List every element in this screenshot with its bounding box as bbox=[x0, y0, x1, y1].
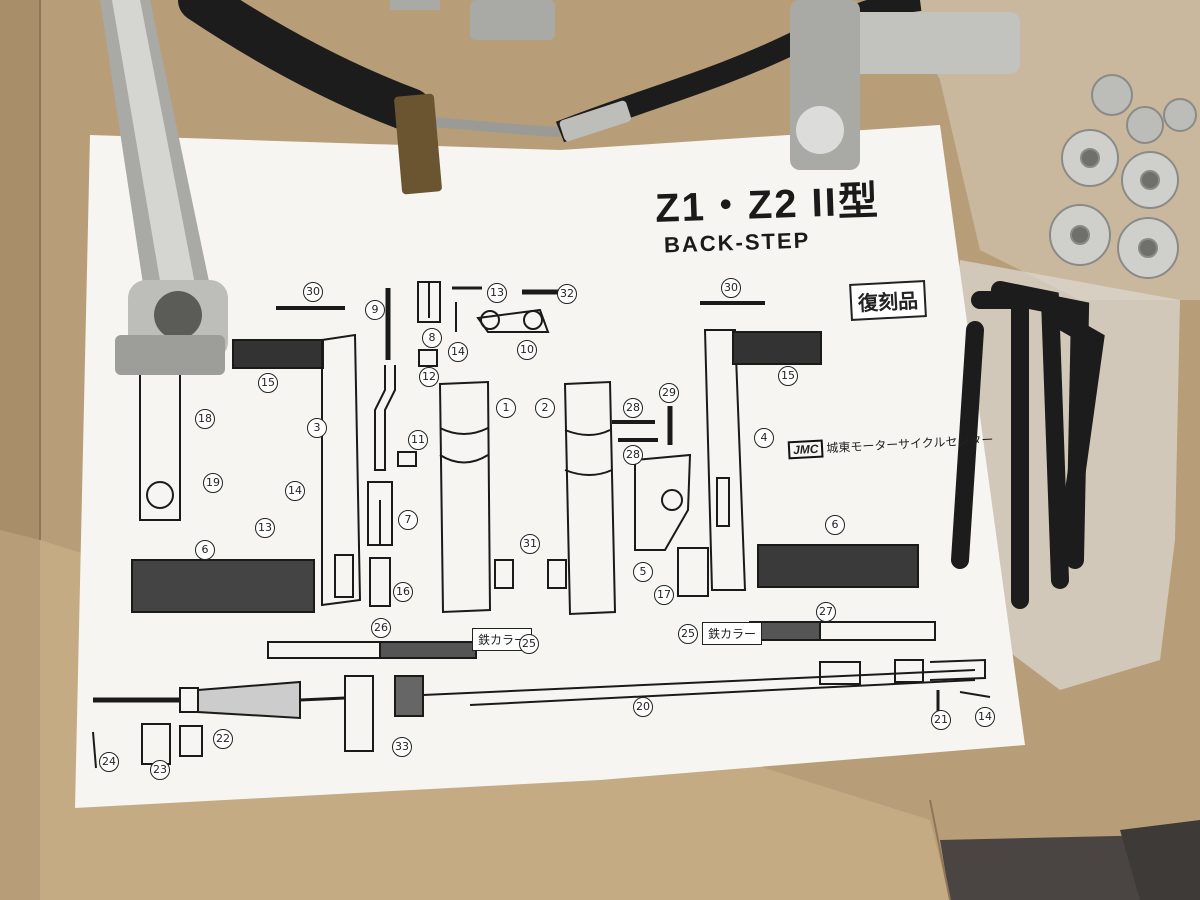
part-number: 1 bbox=[496, 398, 516, 418]
nuts-and-washers bbox=[1049, 74, 1197, 279]
part-number: 15 bbox=[778, 366, 798, 386]
part-number: 2 bbox=[535, 398, 555, 418]
brake-cable bbox=[178, 0, 922, 195]
sheet-subtitle: BACK-STEP bbox=[663, 227, 811, 258]
part-number: 7 bbox=[398, 510, 418, 530]
part-number: 29 bbox=[659, 383, 679, 403]
part-number: 20 bbox=[633, 697, 653, 717]
part-number: 21 bbox=[931, 710, 951, 730]
reprint-stamp: 復刻品 bbox=[849, 280, 927, 321]
part-number: 32 bbox=[557, 284, 577, 304]
part-number: 14 bbox=[285, 481, 305, 501]
part-number: 25 bbox=[519, 634, 539, 654]
part-number: 28 bbox=[623, 445, 643, 465]
part-number: 6 bbox=[825, 515, 845, 535]
part-number: 13 bbox=[487, 283, 507, 303]
part-number: 6 bbox=[195, 540, 215, 560]
part-number: 14 bbox=[448, 342, 468, 362]
part-number: 14 bbox=[975, 707, 995, 727]
part-number: 9 bbox=[365, 300, 385, 320]
part-number: 22 bbox=[213, 729, 233, 749]
part-number: 8 bbox=[422, 328, 442, 348]
maker-logo: JMC bbox=[787, 439, 824, 460]
part-number: 33 bbox=[392, 737, 412, 757]
part-number: 25 bbox=[678, 624, 698, 644]
parts-diagram bbox=[92, 281, 991, 769]
model-title: Z1・Z2 II型 bbox=[654, 179, 881, 231]
part-number: 23 bbox=[150, 760, 170, 780]
part-number: 24 bbox=[99, 752, 119, 772]
hex-keys bbox=[951, 281, 1105, 609]
foot-peg bbox=[790, 0, 1020, 170]
part-number: 3 bbox=[307, 418, 327, 438]
part-number: 13 bbox=[255, 518, 275, 538]
part-number: 11 bbox=[408, 430, 428, 450]
chrome-step-arm bbox=[100, 0, 228, 375]
collar-label-right: 鉄カラー bbox=[702, 622, 763, 645]
part-number: 31 bbox=[520, 534, 540, 554]
part-number: 18 bbox=[195, 409, 215, 429]
part-number: 10 bbox=[517, 340, 537, 360]
part-number: 19 bbox=[203, 473, 223, 493]
metal-block bbox=[470, 0, 555, 40]
part-number: 30 bbox=[303, 282, 323, 302]
collar-label-left: 鉄カラー bbox=[472, 628, 533, 651]
part-number: 16 bbox=[393, 582, 413, 602]
part-number: 15 bbox=[258, 373, 278, 393]
part-number: 12 bbox=[419, 367, 439, 387]
part-number: 26 bbox=[371, 618, 391, 638]
part-number: 4 bbox=[754, 428, 774, 448]
part-number: 30 bbox=[721, 278, 741, 298]
part-number: 5 bbox=[633, 562, 653, 582]
part-number: 27 bbox=[816, 602, 836, 622]
part-number: 28 bbox=[623, 398, 643, 418]
part-number: 17 bbox=[654, 585, 674, 605]
